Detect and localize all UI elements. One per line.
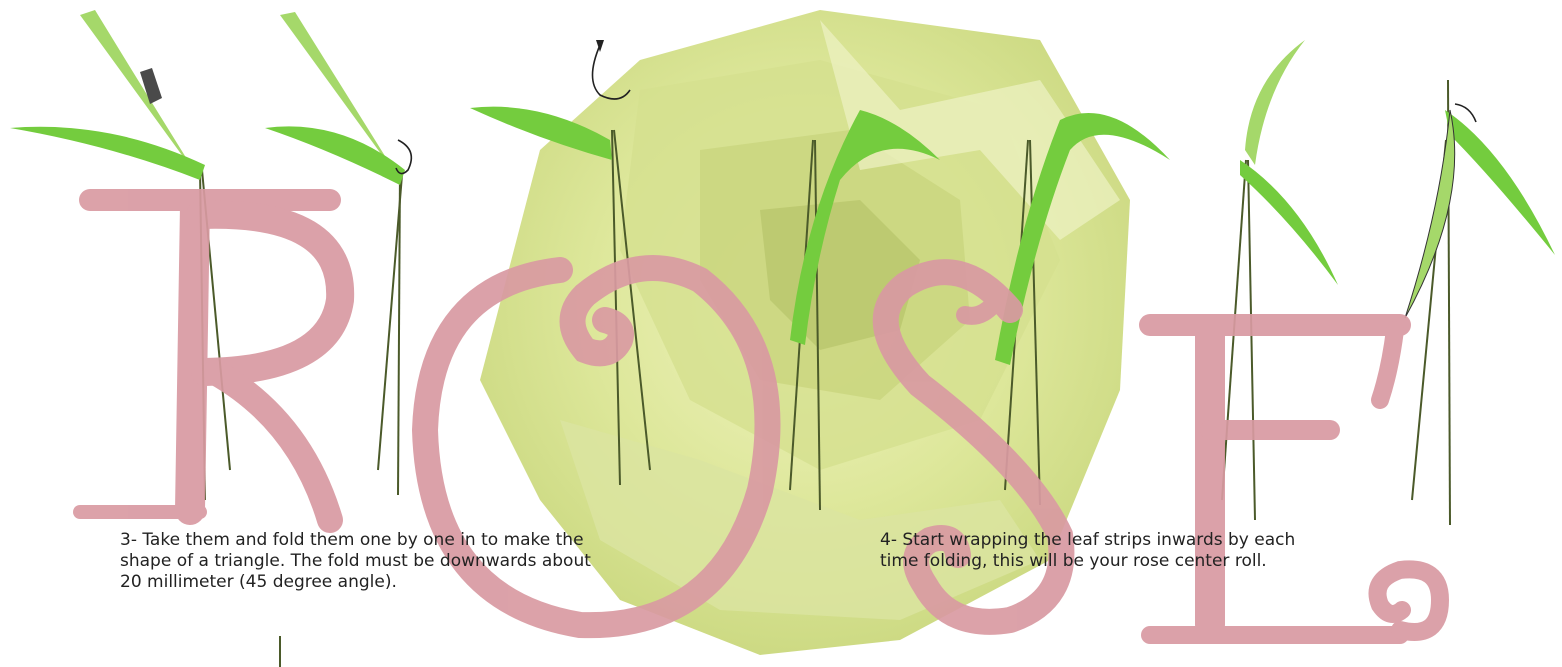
step-4-instruction: 4- Start wrapping the leaf strips inward…	[880, 530, 1440, 572]
watermark-letter-e	[1150, 325, 1440, 635]
plant-figure-7	[1405, 80, 1555, 525]
step-3-instruction: 3- Take them and fold them one by one in…	[120, 530, 760, 593]
rotate-arrow-icon	[1455, 104, 1476, 122]
plant-figure-6	[1222, 40, 1338, 520]
